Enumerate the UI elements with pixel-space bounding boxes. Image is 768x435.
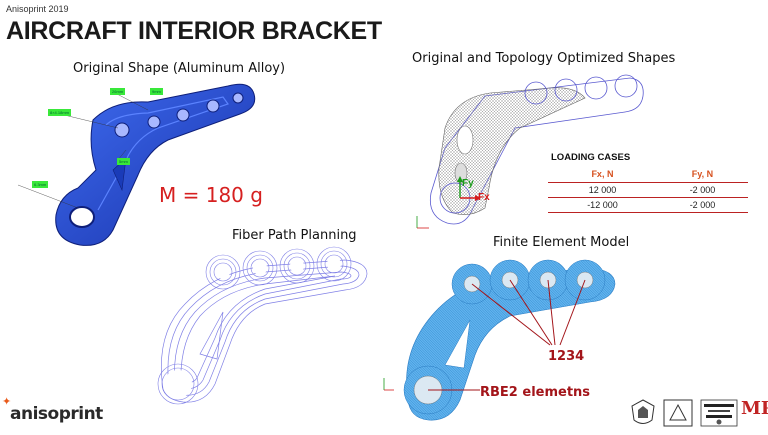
table-header-row: Fx, N Fy, N [548, 167, 748, 183]
table-cell: -12 000 [548, 197, 657, 213]
rbe2-elements-label: RBE2 elemetns [480, 385, 591, 400]
table-cell: 12 000 [548, 182, 657, 198]
institute-seal-icon [663, 399, 693, 427]
event-label: Anisoprint 2019 [6, 4, 69, 14]
fx-label: Fx [478, 192, 490, 203]
section-title-topology: Original and Topology Optimized Shapes [412, 51, 676, 66]
rbe2-count-label: 1234 [548, 349, 585, 364]
anisoprint-logo-icon: ✦ [2, 396, 12, 408]
column-header: Fy, N [656, 167, 748, 183]
section-title-fem: Finite Element Model [493, 235, 630, 250]
aluminum-bracket-render [18, 83, 256, 246]
fy-label: Fy [462, 178, 474, 189]
section-title-original-shape: Original Shape (Aluminum Alloy) [73, 61, 286, 76]
table-row: -12 000 -2 000 [548, 197, 748, 213]
creation-with-composites-logo [700, 399, 738, 427]
anisoprint-brand: anisoprint [10, 404, 103, 424]
table-row: 12 000 -2 000 [548, 182, 748, 198]
fem-mesh-diagram [383, 259, 616, 421]
dim-label: 26mm [110, 88, 126, 95]
dim-label: 6.3mm [32, 181, 49, 188]
mass-label: M = 180 g [159, 183, 263, 207]
slide-title: AIRCRAFT INTERIOR BRACKET [6, 17, 382, 45]
section-title-fiber-path: Fiber Path Planning [232, 228, 357, 243]
dim-label: 5mm [117, 158, 130, 165]
fiber-path-diagram [157, 246, 368, 405]
loading-cases-table: Fx, N Fy, N 12 000 -2 000 -12 000 -2 000 [548, 167, 748, 213]
loading-cases-title: LOADING CASES [551, 152, 631, 163]
topology-optimized-diagram [416, 74, 644, 229]
dim-label: 8×4.18mm [48, 109, 72, 116]
dim-label: 9mm [150, 88, 163, 95]
table-cell: -2 000 [656, 182, 748, 198]
university-crest-icon [631, 399, 655, 424]
table-cell: -2 000 [656, 197, 748, 213]
mp-logo: MP [741, 398, 768, 419]
column-header: Fx, N [548, 167, 657, 183]
